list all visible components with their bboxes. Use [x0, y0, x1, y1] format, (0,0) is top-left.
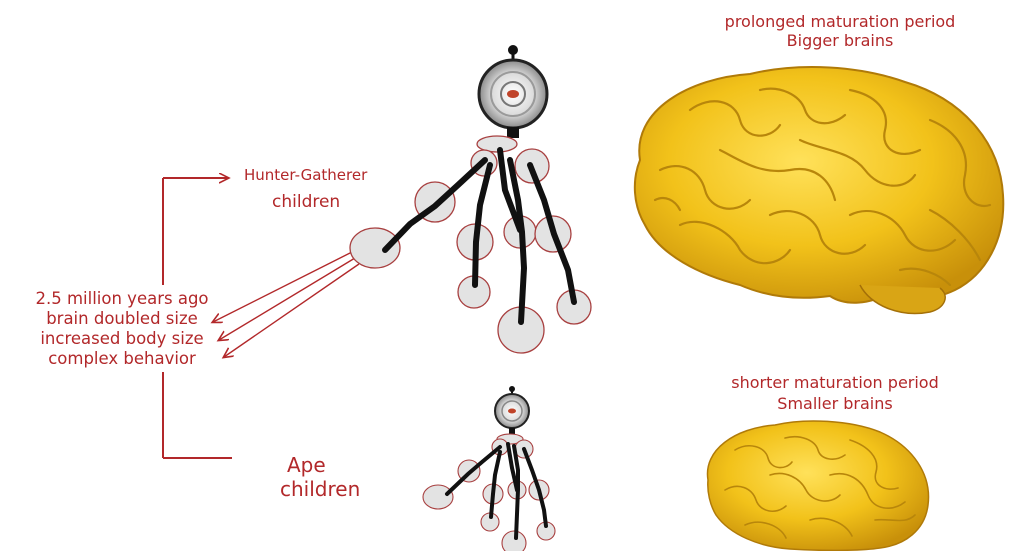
shorter-maturation-label: shorter maturation period	[680, 375, 990, 392]
ape-child-figure	[423, 386, 555, 551]
ape-label: Ape	[287, 455, 326, 476]
hunter-gatherer-children-label: children	[272, 194, 340, 212]
fact-line: increased body size	[4, 329, 240, 349]
figure-joints	[423, 434, 555, 551]
fact-line: 2.5 million years ago	[4, 289, 240, 309]
evolution-facts: 2.5 million years ago brain doubled size…	[4, 289, 240, 369]
figure-head-icon	[479, 45, 547, 138]
smaller-brain-image	[707, 421, 928, 550]
bigger-brain-image	[635, 67, 1003, 313]
hunter-gatherer-child-figure	[350, 45, 591, 353]
hunter-gatherer-label: Hunter-Gatherer	[244, 168, 367, 184]
figure-head-icon	[495, 386, 529, 436]
ape-children-label: children	[280, 479, 360, 500]
fact-line: brain doubled size	[4, 309, 240, 329]
bigger-brains-label: Bigger brains	[680, 33, 1000, 50]
fact-line: complex behavior	[4, 349, 240, 369]
prolonged-maturation-label: prolonged maturation period	[680, 14, 1000, 31]
smaller-brains-label: Smaller brains	[680, 396, 990, 413]
